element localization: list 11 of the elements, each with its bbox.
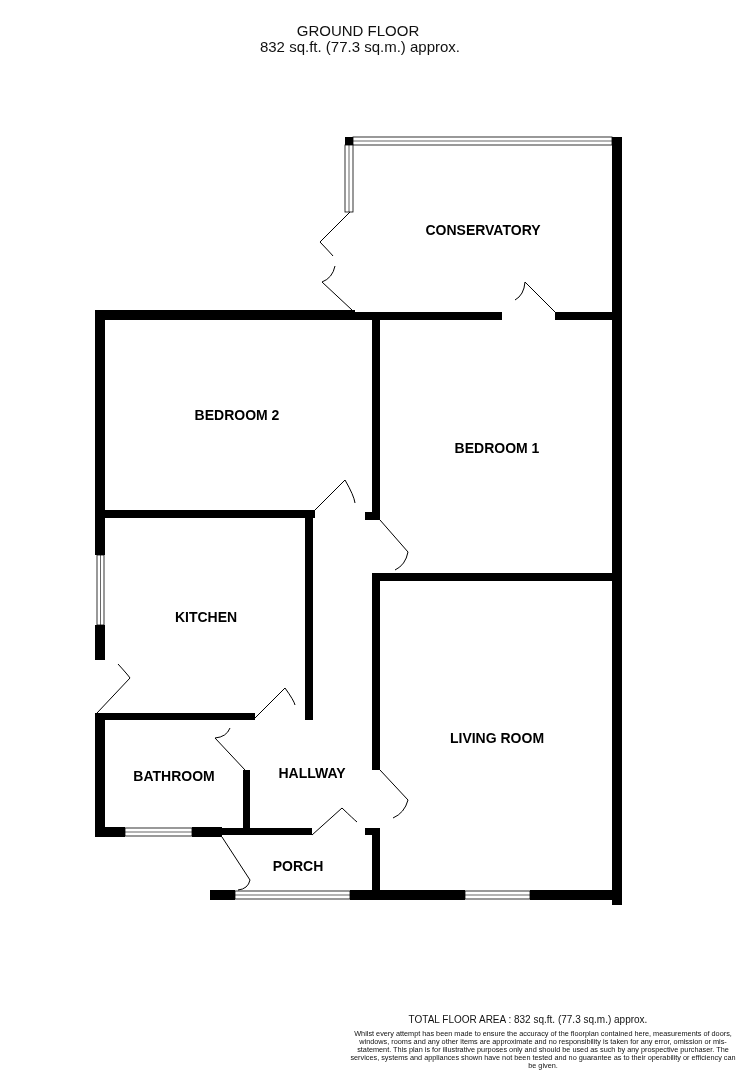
- room-label: BEDROOM 2: [194, 407, 280, 423]
- room-label: LIVING ROOM: [449, 730, 545, 746]
- room-label: BEDROOM 1: [454, 440, 540, 456]
- room-label: BATHROOM: [133, 768, 215, 784]
- room-label: HALLWAY: [278, 765, 346, 781]
- floor-title: GROUND FLOOR: [295, 22, 421, 39]
- room-label: CONSERVATORY: [425, 222, 541, 238]
- floor-area-note: 832 sq.ft. (77.3 sq.m.) approx.: [258, 38, 462, 56]
- room-label: PORCH: [272, 858, 324, 874]
- room-label: KITCHEN: [174, 609, 238, 625]
- total-floor-area: TOTAL FLOOR AREA : 832 sq.ft. (77.3 sq.m.) approx.: [378, 1014, 678, 1026]
